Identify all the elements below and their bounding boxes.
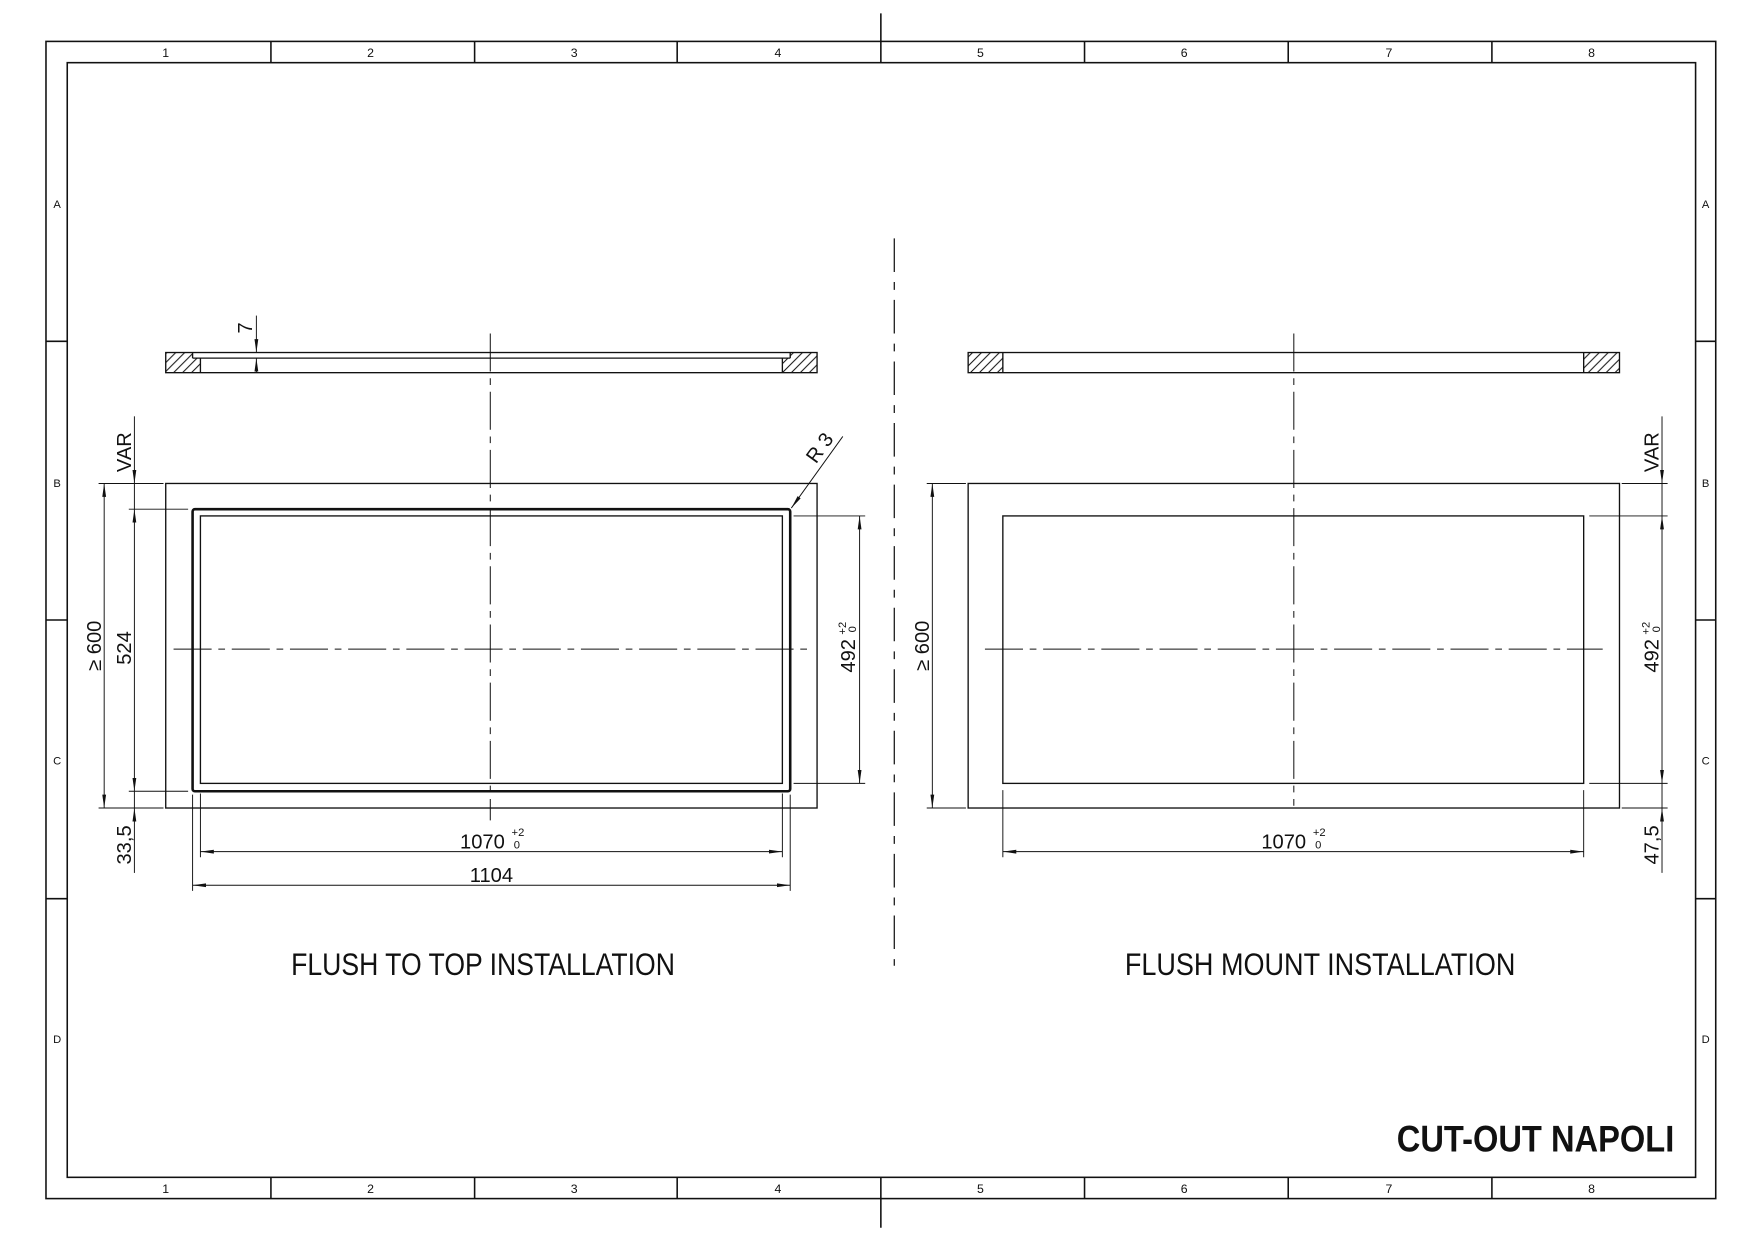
- zone-column-label: 8: [1588, 1182, 1595, 1196]
- extension-lines: [1589, 482, 1668, 809]
- zone-column-labels-top: 1 2 3 4 5 6 7 8: [162, 46, 1595, 60]
- dim-back-offset: VAR: [1642, 432, 1664, 472]
- dim-cutout-width-text: 1070: [1261, 831, 1306, 853]
- view-label: FLUSH TO TOP INSTALLATION: [291, 947, 675, 982]
- zone-column-label: 2: [367, 1182, 374, 1196]
- rebate-step-lines: [191, 352, 791, 373]
- zone-column-label: 3: [571, 46, 578, 60]
- flush-mount-view: ≥ 600 VAR 492 +2 0 47,5 1070: [912, 333, 1668, 982]
- worktop-section-hatch-right: [782, 352, 818, 373]
- dim-cutout-depth: 492 +2 0: [1641, 622, 1664, 673]
- dim-rebate-width-text: 1104: [470, 865, 513, 887]
- zone-column-label: 2: [367, 46, 374, 60]
- dim-back-offset: VAR: [114, 432, 136, 472]
- view-label: FLUSH MOUNT INSTALLATION: [1125, 947, 1516, 982]
- extension-lines: [192, 794, 791, 891]
- worktop-section-hatch-left: [165, 352, 201, 373]
- dim-front-offset: 33,5: [114, 825, 136, 864]
- extension-lines: [98, 482, 164, 809]
- worktop-outline: [165, 482, 818, 809]
- dim-cutout-depth: 492 +2 0: [837, 622, 860, 673]
- extension-lines: [199, 793, 783, 858]
- section-view-flush-to-top: [165, 351, 818, 374]
- rebate-outline: [191, 507, 792, 793]
- dim-worktop-depth-text: ≥ 600: [912, 621, 934, 671]
- dim-tolerance-lower: 0: [514, 839, 520, 851]
- dimensions-flush-mount: ≥ 600 VAR 492 +2 0 47,5 1070: [912, 416, 1668, 873]
- zone-dividers: [45, 41, 1716, 1199]
- dim-front-offset: 47,5: [1642, 825, 1664, 864]
- zone-column-label: 1: [162, 1182, 169, 1196]
- worktop-section-outline: [165, 351, 818, 374]
- dim-worktop-depth-text: ≥ 600: [84, 621, 106, 671]
- drawing-frame: [45, 13, 1717, 1228]
- worktop-section-hatch-right: [1583, 352, 1620, 373]
- zone-row-label: D: [1702, 1034, 1710, 1046]
- cutout-outline: [199, 515, 784, 785]
- zone-column-label: 8: [1588, 46, 1595, 60]
- flush-to-top-view: 7 ≥ 600 VAR 524 33,5: [84, 315, 866, 982]
- dim-cutout-depth-text: 492: [838, 639, 860, 673]
- zone-row-label: B: [1702, 478, 1709, 490]
- zone-row-labels-left: A B C D: [53, 199, 61, 1046]
- extension-lines: [793, 515, 866, 784]
- zone-row-label: B: [53, 478, 60, 490]
- radius-leader-line: [790, 436, 844, 509]
- zone-column-label: 6: [1181, 1182, 1188, 1196]
- dim-worktop-depth: ≥ 600: [84, 621, 106, 671]
- zone-column-label: 5: [977, 46, 984, 60]
- dim-tolerance-upper: +2: [1641, 622, 1653, 635]
- cutout-outline: [1002, 515, 1585, 785]
- zone-column-label: 3: [571, 1182, 578, 1196]
- zone-column-label: 4: [774, 1182, 781, 1196]
- dimensions-flush-to-top: 7 ≥ 600 VAR 524 33,5: [84, 315, 866, 891]
- zone-column-label: 6: [1181, 46, 1188, 60]
- zone-row-label: D: [53, 1034, 61, 1046]
- zone-column-label: 5: [977, 1182, 984, 1196]
- dim-rebate-depth: 524: [114, 631, 136, 665]
- worktop-section-hatch-left: [968, 352, 1003, 373]
- dim-rebate-depth-text: 524: [114, 631, 136, 665]
- dim-tolerance-upper: +2: [837, 622, 849, 635]
- section-view-flush-mount: [967, 351, 1621, 374]
- dim-tolerance-lower: 0: [847, 626, 859, 632]
- zone-column-label: 7: [1386, 46, 1393, 60]
- dim-tolerance-lower: 0: [1651, 626, 1663, 632]
- dim-rebate-step-text: 7: [235, 322, 257, 333]
- zone-row-label: C: [1702, 755, 1710, 767]
- zone-row-label: C: [53, 755, 61, 767]
- dim-back-offset-text: VAR: [1642, 432, 1664, 472]
- dim-tolerance-upper: +2: [1313, 827, 1326, 839]
- zone-row-label: A: [53, 199, 61, 211]
- cutout-edge-lines: [1002, 352, 1585, 373]
- zone-row-labels-right: A B C D: [1702, 199, 1710, 1046]
- extension-lines: [1002, 790, 1585, 858]
- zone-column-label: 1: [162, 46, 169, 60]
- dim-back-offset-text: VAR: [114, 432, 136, 472]
- dim-cutout-depth-text: 492: [1642, 639, 1664, 673]
- dim-worktop-depth: ≥ 600: [912, 621, 934, 671]
- zone-column-label: 4: [774, 46, 781, 60]
- zone-column-label: 7: [1386, 1182, 1393, 1196]
- zone-column-labels-bottom: 1 2 3 4 5 6 7 8: [162, 1182, 1595, 1196]
- zone-row-label: A: [1702, 199, 1710, 211]
- dim-cutout-width-text: 1070: [460, 831, 505, 853]
- plan-view-flush-to-top: [165, 482, 818, 809]
- dim-tolerance-lower: 0: [1315, 839, 1321, 851]
- dim-front-offset-text: 33,5: [114, 825, 136, 864]
- dim-front-offset-text: 47,5: [1642, 825, 1664, 864]
- extension-lines: [128, 508, 189, 792]
- dim-rebate-step: 7: [235, 322, 257, 333]
- drawing-title: CUT-OUT NAPOLI: [1397, 1119, 1675, 1160]
- dim-tolerance-upper: +2: [512, 827, 525, 839]
